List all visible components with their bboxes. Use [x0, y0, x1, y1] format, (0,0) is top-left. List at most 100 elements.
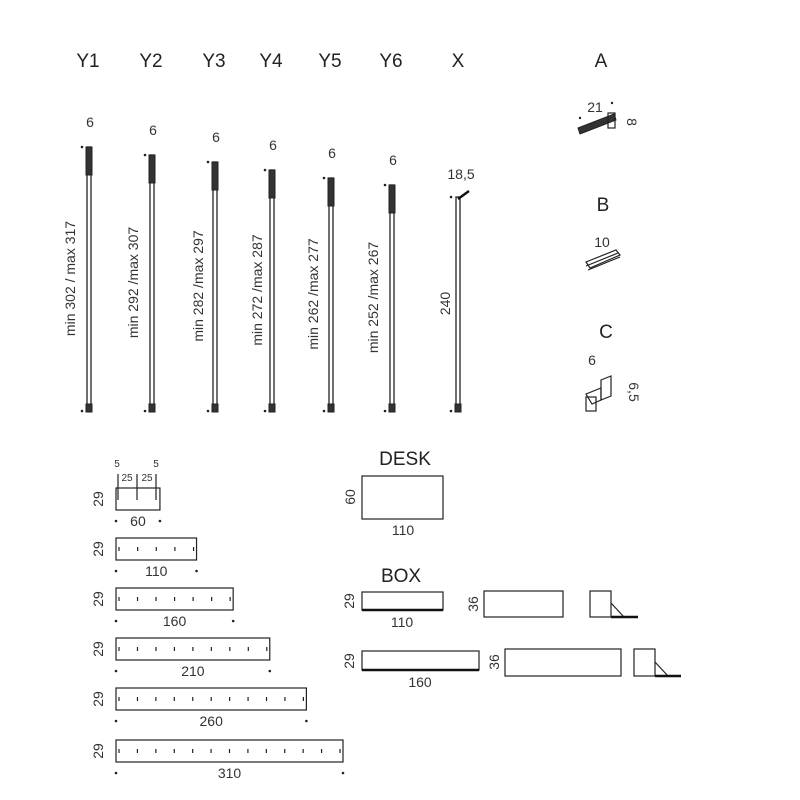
- shelf-outline: [115, 637, 271, 661]
- post-top-cap: [85, 146, 93, 176]
- shelf-210: 29 210: [90, 637, 272, 679]
- post-width: 18,5: [447, 166, 474, 182]
- post-height: min 292 /max 307: [125, 227, 141, 338]
- post-height: min 262 /max 277: [305, 238, 321, 349]
- shelf-outline: [115, 537, 198, 561]
- dimension-dot: [322, 409, 326, 413]
- spacing-right: 5: [153, 459, 159, 470]
- post-bar: [149, 154, 155, 411]
- dimension-dot: [80, 145, 84, 149]
- box-110-depth: 29: [341, 593, 357, 609]
- post-top-cap: [268, 169, 276, 199]
- post-top-cap: [327, 177, 335, 207]
- post-bar: [455, 196, 461, 411]
- fitting-c: C 6 6,5: [585, 322, 642, 412]
- post-foot: [454, 403, 462, 413]
- post-label: Y2: [139, 51, 162, 72]
- fitting-b-drawing: [585, 249, 621, 271]
- fitting-a-drawing: [577, 101, 617, 135]
- post-width: 6: [149, 122, 157, 138]
- dimension-dot: [206, 409, 210, 413]
- dimension-dot: [263, 168, 267, 172]
- shelf-depth: 29: [90, 491, 106, 507]
- dimension-dot: [195, 569, 198, 573]
- dimension-dot: [449, 409, 453, 413]
- shelf-outline: [115, 587, 234, 611]
- dimension-dot: [114, 771, 118, 775]
- shelf-depth: 29: [90, 691, 106, 707]
- dimension-dot: [383, 183, 387, 187]
- desk-top: [361, 475, 444, 520]
- post-label: Y3: [202, 51, 225, 72]
- box: BOX 29 110 36 29 160 36: [341, 566, 681, 690]
- fitting-b-label: B: [597, 195, 610, 216]
- dimension-dot: [449, 195, 453, 199]
- box-160-height: 36: [486, 654, 502, 670]
- post-foot: [327, 403, 335, 413]
- spacing-mid-left: 25: [121, 473, 133, 484]
- shelf-outline: [115, 487, 161, 511]
- dimension-dot: [341, 771, 345, 775]
- post-width: 6: [389, 152, 397, 168]
- dimension-dot: [143, 409, 147, 413]
- shelf-spacing: 5 25 25 5: [114, 459, 159, 500]
- fitting-a-width: 21: [587, 99, 603, 115]
- dimension-dot: [114, 569, 118, 573]
- post-width: 6: [212, 129, 220, 145]
- fitting-b: B 10: [585, 195, 621, 271]
- dimension-dot: [268, 669, 272, 673]
- shelf-depth: 29: [90, 641, 106, 657]
- dimension-dot: [114, 619, 118, 623]
- post-foot: [85, 403, 93, 413]
- post-height: min 272 /max 287: [249, 234, 265, 345]
- box-160-width: 160: [408, 674, 432, 690]
- shelf-outline: [115, 687, 307, 711]
- box-160: 29 160 36: [341, 648, 681, 690]
- post-label: X: [452, 51, 465, 72]
- post-bar: [212, 161, 218, 411]
- shelf-width: 60: [130, 513, 146, 529]
- post-width: 6: [86, 114, 94, 130]
- dimension-dot: [114, 669, 118, 673]
- box-label: BOX: [381, 566, 421, 587]
- box-110-height: 36: [465, 596, 481, 612]
- fitting-c-label: C: [599, 322, 613, 343]
- post-height: min 282 /max 297: [190, 230, 206, 341]
- post-y2: Y2 6 min 292 /max 307: [125, 51, 163, 413]
- post-bar: [389, 184, 395, 411]
- dimension-dot: [114, 719, 118, 723]
- post-top-cap: [388, 184, 396, 214]
- fitting-a-label: A: [595, 51, 608, 72]
- post-x: X 18,5 240: [437, 51, 475, 413]
- shelf-width: 160: [163, 613, 187, 629]
- shelf-width: 110: [145, 563, 168, 579]
- post-label: Y1: [76, 51, 99, 72]
- post-height: 240: [437, 292, 453, 316]
- shelf-width: 260: [200, 713, 224, 729]
- dimension-dot: [114, 519, 118, 523]
- post-top-cap: [148, 154, 156, 184]
- shelf-width: 210: [181, 663, 205, 679]
- dimension-dot: [143, 153, 147, 157]
- box-160-depth: 29: [341, 653, 357, 669]
- post-bar: [86, 146, 92, 411]
- dimension-dot: [206, 160, 210, 164]
- post-label: Y4: [259, 51, 283, 72]
- desk-label: DESK: [379, 449, 431, 470]
- fitting-b-width: 10: [594, 234, 610, 250]
- fitting-a-height: 8: [624, 118, 640, 126]
- spacing-left: 5: [114, 459, 120, 470]
- post-y3: Y3 6 min 282 /max 297: [190, 51, 226, 413]
- dimension-dot: [383, 409, 387, 413]
- post-height: min 252 /max 267: [365, 242, 381, 353]
- fitting-c-drawing: [585, 375, 612, 412]
